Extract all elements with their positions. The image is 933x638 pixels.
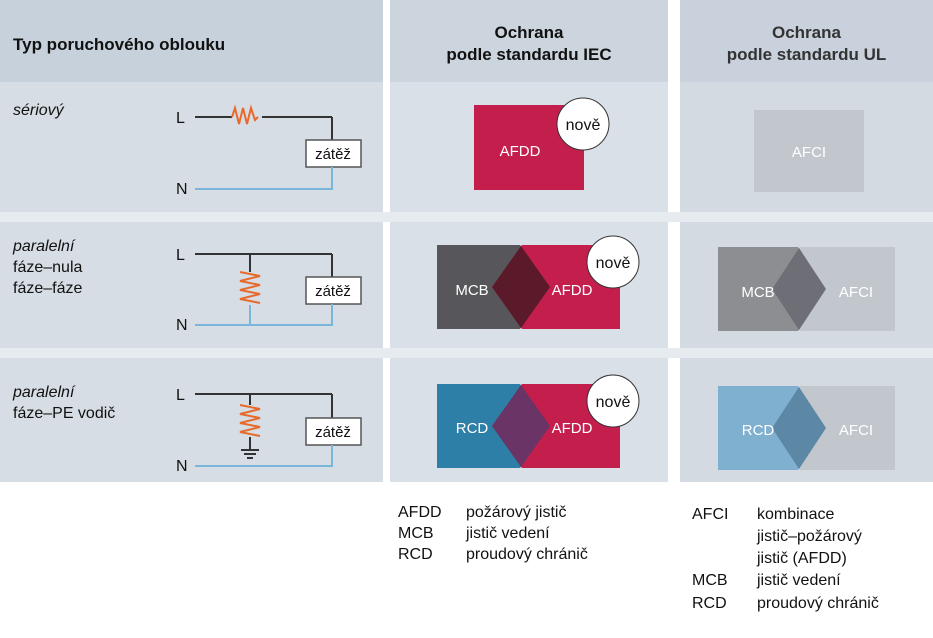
ul-rcd-label: RCD [742,422,775,439]
iec-overlap-3 [492,385,550,467]
ul-legend-desc-afci-2: jistič–požárový [757,528,862,545]
row2-label: paralelní fáze–nula fáze–fáze [13,236,82,299]
iec-legend-abbr-rcd: RCD [398,546,433,563]
iec-new-badge-label-2: nově [596,255,631,272]
iec-legend-desc-rcd: proudový chránič [466,546,588,563]
row3-label-line2: fáze–PE vodič [13,405,116,422]
ul-row1: AFCI [754,110,864,192]
ul-legend-abbr-mcb: MCB [692,572,728,589]
row2-label-line2: fáze–nula [13,259,83,276]
row-divider-1 [0,212,933,222]
row1-N-label: N [176,181,188,198]
row3-L-label: L [176,387,185,404]
iec-devices-svg: AFDD nově MCB AFDD nově RCD AFDD nově [437,97,640,468]
row3-load-label: zátěž [315,424,351,441]
row-divider-2 [0,348,933,358]
ul-row3: RCD AFCI [718,386,895,470]
iec-mcb-label: MCB [455,282,488,299]
row3-arc-icon [239,404,261,437]
row2-load-label: zátěž [315,283,351,300]
ul-legend-desc-afci-3: jistič (AFDD) [757,550,847,567]
iec-afdd-label-2: AFDD [552,282,593,299]
row3-label: paralelní fáze–PE vodič [13,382,115,424]
ul-header-line2: podle standardu UL [726,45,887,64]
row1-load-label: zátěž [315,146,351,163]
row1-label: sériový [13,100,64,121]
ul-legend-abbr-rcd: RCD [692,595,727,612]
ul-legend-desc-rcd: proudový chránič [757,595,879,612]
ul-overlap-3 [772,387,826,469]
row3-load-box [305,417,362,446]
ul-legend-desc-mcb: jistič vedení [757,572,841,589]
row1-load-box [305,139,362,168]
row2-arc-icon [239,271,261,304]
row1-label-line1: sériový [13,102,64,119]
iec-afdd-label-3: AFDD [552,420,593,437]
row1-L-label: L [176,110,185,127]
ul-header-line1: Ochrana [772,23,841,42]
row1-arc-icon [231,104,259,125]
row3-N-label: N [176,458,188,475]
ul-legend-abbr-afci: AFCI [692,506,729,523]
iec-row1: AFDD nově [474,97,610,190]
iec-row2: MCB AFDD nově [437,235,640,329]
iec-new-badge-2 [586,235,640,289]
ul-mcb-label: MCB [741,284,774,301]
ul-afci-label-2: AFCI [839,284,873,301]
iec-legend-abbr-mcb: MCB [398,525,434,542]
iec-legend-abbr-afdd: AFDD [398,504,442,521]
circuits-svg: L zátěž N L zátěž N L [176,104,362,475]
iec-afdd-label-1: AFDD [500,143,541,160]
iec-new-badge-label-1: nově [566,117,601,134]
iec-header-line2: podle standardu IEC [446,45,612,64]
iec-new-badge-3 [586,374,640,428]
iec-header-line1: Ochrana [494,23,564,42]
iec-legend-desc-mcb: jistič vedení [466,525,550,542]
iec-header: Ochrana podle standardu IEC [390,22,668,66]
ul-legend-desc-afci-1: kombinace [757,506,835,523]
arc-type-header-bg [0,0,383,82]
ul-header: Ochrana podle standardu UL [680,22,933,66]
ul-header-bg [680,0,933,82]
iec-new-badge-1 [556,97,610,151]
ul-afci-label-3: AFCI [839,422,873,439]
row3-ground-icon [241,449,259,459]
ul-row2: MCB AFCI [718,247,895,331]
ul-afci-label-1: AFCI [792,144,826,161]
iec-rcd-label: RCD [456,420,489,437]
row2-label-line3: fáze–fáze [13,280,83,297]
row3-label-line1: paralelní [13,384,75,401]
ul-overlap-2 [772,248,826,330]
iec-new-badge-label-3: nově [596,394,631,411]
arc-type-title: Typ poruchového oblouku [13,35,226,54]
iec-header-bg [390,0,668,82]
circuit-parallel-pe: L zátěž N [176,387,362,475]
circuit-series: L zátěž N [176,104,362,198]
row2-load-box [305,276,362,305]
iec-row3: RCD AFDD nově [437,374,640,468]
row2-label-line1: paralelní [13,238,75,255]
circuit-parallel-pn: L zátěž N [176,247,362,334]
ul-afci-box-1 [754,110,864,192]
row2-N-label: N [176,317,188,334]
row2-L-label: L [176,247,185,264]
iec-legend-desc-afdd: požárový jistič [466,504,567,521]
ul-devices-svg: AFCI MCB AFCI RCD AFCI [718,110,895,470]
iec-overlap-2 [492,246,550,328]
